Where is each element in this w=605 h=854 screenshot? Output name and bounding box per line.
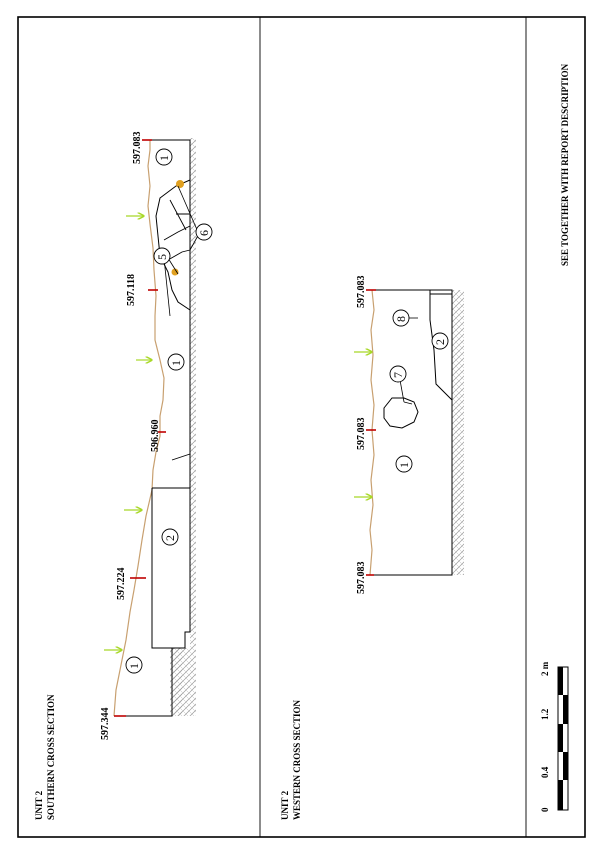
layer-tag: 5 [153,247,171,265]
southern-cross-section: 597.344 597.224 596.960 597.118 597.083 … [34,132,213,820]
leader-line [163,257,171,317]
feature-outline [163,199,191,261]
layer-tag: 1 [155,148,173,166]
layer-tag: 1 [125,656,143,674]
scale-segment [558,780,563,810]
svg-text:1: 1 [157,155,171,161]
section-outline [114,139,191,717]
stone-icon [176,180,184,188]
elevation-label: 597.083 [356,276,367,309]
layer-tag: 1 [395,455,413,473]
stone-icon [171,268,179,276]
scale-label: 0.4 [540,766,550,778]
section-title: WESTERN CROSS SECTION [292,699,302,820]
elevation-label: 597.344 [100,708,111,741]
scale-segment [558,724,563,752]
elevation-label: 597.083 [132,132,143,165]
scale-segment [563,752,568,780]
ground-hatch [170,648,182,716]
side-note: SEE TOGETHER WITH REPORT DESCRIPTION [560,63,570,266]
svg-text:2: 2 [163,535,177,541]
western-cross-section: 597.083 597.083 597.083 1 7 8 2 UNIT 2 W… [280,276,464,820]
layer-boundary [429,290,453,401]
layer-tag: 2 [161,528,179,546]
leader-line [177,185,199,233]
svg-text:6: 6 [197,230,211,236]
elevation-label: 597.118 [126,274,137,306]
layer-tag: 8 [392,309,410,327]
elevation-label: 596.960 [150,420,161,453]
ground-surface [113,140,165,717]
svg-text:1: 1 [397,462,411,468]
scale-segment [563,695,568,724]
elevation-label: 597.224 [116,568,127,601]
feature-outline [155,179,191,311]
layer-boundary [171,453,191,461]
scale-label: 0 [540,807,550,812]
svg-text:1: 1 [169,360,183,366]
leader-line [403,401,413,405]
elevation-label: 597.083 [356,562,367,595]
section-title: SOUTHERN CROSS SECTION [46,694,56,820]
section-title-unit: UNIT 2 [280,790,290,820]
section-outline [370,289,453,576]
leader-line [399,379,405,403]
ground-hatch [172,138,196,716]
svg-text:1: 1 [127,663,141,669]
layer-tag: 2 [431,332,449,350]
layer-tag: 7 [389,365,407,383]
stone-outline [383,397,419,429]
layer-boundary [151,488,185,649]
scale-segment [558,667,563,695]
ground-hatch [452,290,464,575]
sheet-frame [17,16,586,838]
leader-line [167,257,179,275]
ground-surface [369,289,375,576]
svg-text:5: 5 [155,254,169,260]
layer-tag: 6 [195,223,213,241]
svg-text:7: 7 [391,372,405,378]
scale-bar: 0 0.4 1.2 2 m [540,661,569,812]
scale-label: 1.2 [540,708,550,720]
section-title-unit: UNIT 2 [34,790,44,820]
layer-tag: 1 [167,353,185,371]
elevation-label: 597.083 [356,418,367,451]
scale-label: 2 m [540,661,550,676]
svg-text:2: 2 [433,339,447,345]
svg-text:8: 8 [394,316,408,322]
